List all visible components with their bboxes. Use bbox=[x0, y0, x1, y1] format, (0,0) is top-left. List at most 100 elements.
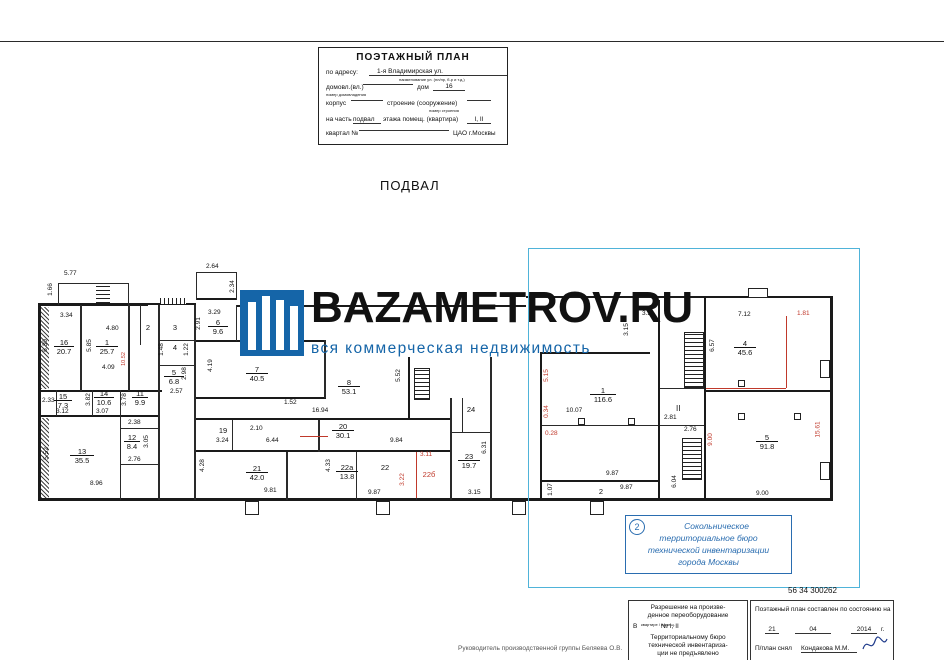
wall bbox=[58, 283, 59, 305]
wall bbox=[660, 425, 704, 426]
dimension: 1.22 bbox=[182, 343, 190, 356]
wall bbox=[660, 388, 704, 389]
room-number: 5 bbox=[764, 433, 770, 442]
wall bbox=[236, 305, 237, 341]
room-area: 116.6 bbox=[590, 394, 616, 404]
wall bbox=[38, 303, 148, 306]
stamp-number: 2 bbox=[629, 519, 645, 535]
roman-numeral: II bbox=[676, 404, 681, 413]
dimension: 2.76 bbox=[128, 456, 141, 463]
dimension: 2.81 bbox=[664, 414, 677, 421]
wall bbox=[38, 305, 41, 500]
header-title: ПОЭТАЖНЫЙ ПЛАН bbox=[356, 52, 470, 63]
wall bbox=[540, 352, 542, 500]
wall bbox=[120, 464, 158, 465]
red-marker bbox=[300, 436, 328, 437]
room-number: 16 bbox=[59, 338, 69, 347]
dimension: 1.66 bbox=[46, 283, 54, 296]
room-area: 10.6 bbox=[94, 397, 114, 407]
building-label: корпус bbox=[326, 100, 347, 107]
room-area: 6.8 bbox=[164, 376, 184, 386]
wall bbox=[92, 390, 93, 416]
stairs bbox=[414, 368, 430, 400]
address-hint: наименование ул. (пл/пр, б-р и т.д.) bbox=[399, 77, 465, 82]
wall bbox=[196, 272, 236, 273]
room-number: 5 bbox=[171, 368, 177, 377]
room-area: 40.5 bbox=[246, 373, 268, 383]
room-area: 20.7 bbox=[54, 346, 74, 356]
room-area: 9.9 bbox=[132, 397, 148, 407]
date-year-suffix: г. bbox=[881, 626, 885, 633]
room-number: 14 bbox=[99, 389, 109, 398]
dimension: 6.30 bbox=[41, 339, 49, 352]
column bbox=[738, 380, 745, 387]
room-number: 23 bbox=[464, 452, 474, 461]
dimension: 8.96 bbox=[90, 480, 103, 487]
dimension: 2.76 bbox=[684, 426, 697, 433]
wall bbox=[158, 305, 160, 500]
wall bbox=[540, 480, 660, 482]
wall bbox=[526, 296, 832, 298]
wall bbox=[128, 283, 129, 305]
room-number: 12 bbox=[127, 433, 137, 442]
permission-body: ции не предъявлено bbox=[657, 650, 719, 657]
window-well bbox=[512, 501, 526, 515]
wall bbox=[540, 352, 650, 354]
room-area: 45.6 bbox=[734, 347, 756, 357]
dimension: 5.52 bbox=[42, 447, 50, 460]
watermark-brand: BAZAMETROV.RU bbox=[311, 283, 694, 332]
permission-body: Территориальному бюро bbox=[650, 634, 726, 641]
permission-title: денное переоборудование bbox=[647, 612, 729, 619]
dimension: 3.15 bbox=[468, 489, 481, 496]
wall bbox=[194, 305, 196, 500]
wall bbox=[120, 390, 121, 500]
window-well bbox=[376, 501, 390, 515]
dimension: 5.77 bbox=[64, 270, 77, 277]
date-caption: Поэтажный план составлен по состоянию на bbox=[755, 606, 891, 613]
dimension: 9.81 bbox=[264, 487, 277, 494]
wall bbox=[452, 432, 492, 433]
hatched-wall bbox=[41, 418, 49, 498]
column bbox=[794, 413, 801, 420]
room-number: 21 bbox=[252, 464, 262, 473]
room-number: 20 bbox=[338, 422, 348, 431]
building-line bbox=[351, 100, 383, 101]
dimension: 2.91 bbox=[194, 317, 202, 330]
room-area: 7.3 bbox=[54, 400, 72, 410]
part-middle: этажа помещ. (квартира) bbox=[383, 116, 459, 123]
house-number-label: дом bbox=[417, 84, 429, 91]
premises-frame bbox=[528, 248, 860, 588]
wall bbox=[356, 452, 357, 500]
dimension: 3.07 bbox=[96, 408, 109, 415]
column bbox=[738, 413, 745, 420]
bazametrov-logo-icon bbox=[240, 290, 304, 356]
wall bbox=[58, 283, 128, 284]
stamp-line: города Москвы bbox=[678, 557, 739, 567]
dimension: 4.19 bbox=[206, 359, 214, 372]
permission-body: технической инвентариза- bbox=[648, 642, 728, 649]
stairs bbox=[160, 298, 186, 304]
permission-box: Разрешение на произве- денное переоборуд… bbox=[628, 600, 748, 660]
dimension: 9.00 bbox=[756, 490, 769, 497]
dimension: 10.07 bbox=[566, 407, 583, 414]
room-area: 13.8 bbox=[336, 471, 358, 481]
dimension: 3.29 bbox=[208, 309, 221, 316]
room-area: 35.5 bbox=[70, 455, 94, 465]
dimension: 1.48 bbox=[157, 343, 165, 356]
permission-label-small: квартире / помещ. bbox=[641, 622, 675, 627]
room-area: 19.7 bbox=[458, 460, 480, 470]
dimension: 3.78 bbox=[120, 393, 128, 406]
wall bbox=[490, 357, 492, 500]
column bbox=[578, 418, 585, 425]
room-number: 22 bbox=[380, 463, 390, 472]
room-area: 9.6 bbox=[208, 326, 228, 336]
house-number-value: 16 bbox=[433, 83, 465, 91]
dimension: 7.12 bbox=[738, 311, 751, 318]
inventory-code: 56 34 300262 bbox=[788, 586, 837, 595]
top-frame-line bbox=[0, 41, 944, 42]
room-number: 22б bbox=[422, 470, 436, 479]
watermark-tagline: вся коммерческая недвижимость bbox=[311, 340, 591, 357]
room-number: 1 bbox=[104, 338, 110, 347]
house-label: домовл.(вл.) bbox=[326, 84, 364, 91]
room-number: 19 bbox=[218, 426, 228, 435]
